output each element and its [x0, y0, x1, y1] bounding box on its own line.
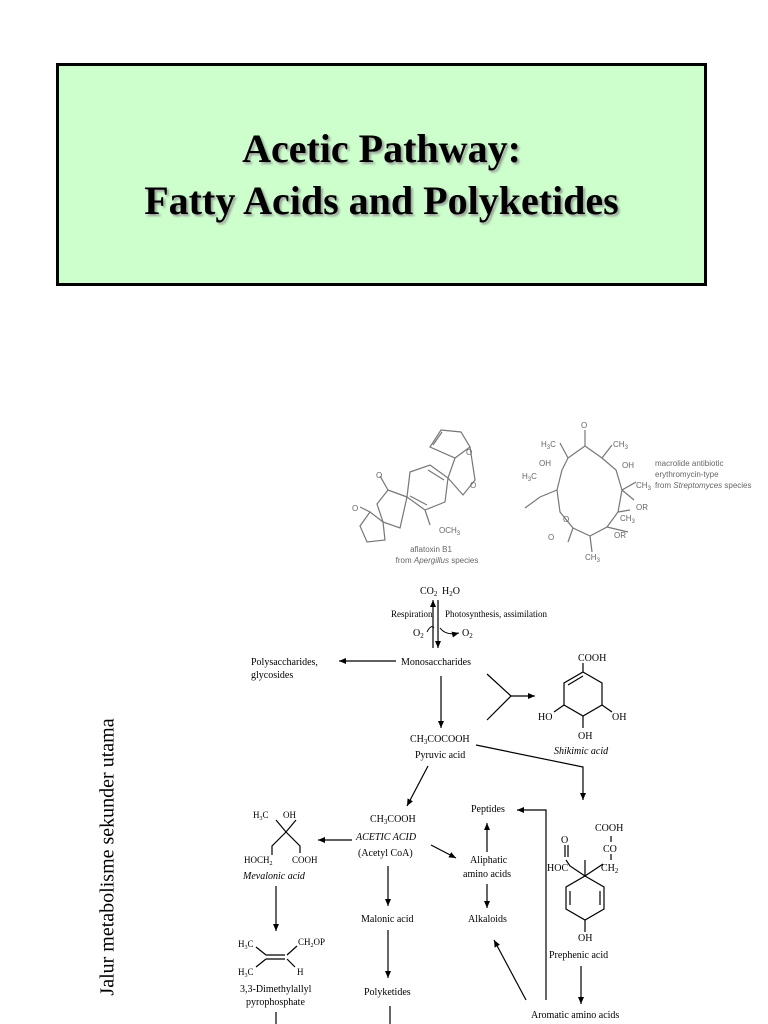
aflatoxin-och3: OCH3 [439, 526, 461, 537]
arrow-aromatic-to-alkaloids [493, 939, 527, 1001]
macrolide-ch3-low: CH3 [620, 514, 636, 525]
macrolide-h3c-top: H3C [541, 440, 556, 451]
macrolide-structure [524, 430, 637, 553]
mevalonic-h3c: H3C [253, 810, 269, 822]
macrolide-ch3-top: CH3 [613, 440, 629, 451]
aflatoxin-structure [359, 429, 476, 543]
arrow-to-aliphatic [430, 844, 457, 859]
slide-title-line1: Acetic Pathway: [242, 125, 521, 171]
h2o-label: H2O [442, 586, 460, 598]
respiration-label: Respiration [391, 609, 433, 619]
mevalonic-oh: OH [283, 810, 296, 820]
aflatoxin-o-label: O [376, 471, 382, 480]
macrolide-or-1: OR [636, 503, 648, 512]
title-box: Acetic Pathway: Fatty Acids and Polyketi… [56, 63, 707, 286]
alkaloids-label: Alkaloids [468, 914, 507, 925]
macrolide-type: erythromycin-type [655, 470, 719, 479]
prephenic-ch2: CH2 [601, 863, 619, 875]
arrow-to-acetic [406, 765, 429, 807]
prephenic-o: O [561, 835, 568, 846]
acetic-formula: CH3COOH [370, 814, 416, 826]
macrolide-name: macrolide antibiotic [655, 459, 723, 468]
shikimic-ho: HO [538, 712, 552, 723]
dmapp-h: H [297, 967, 304, 977]
dmapp-label-2: pyrophosphate [246, 997, 305, 1008]
prephenic-structure [564, 836, 612, 932]
macrolide-source: from Streptomyces species [655, 481, 752, 490]
mevalonic-acid-label: Mevalonic acid [242, 871, 306, 882]
pyruvic-formula: CH3COCOOH [410, 734, 470, 746]
dmapp-h3c-top: H3C [238, 939, 254, 951]
polysaccharides-label: Polysaccharides, [251, 657, 318, 668]
shikimic-structure [553, 663, 613, 728]
aliphatic-label: Aliphatic [470, 855, 508, 866]
photosynthesis-label: Photosynthesis, assimilation [445, 609, 548, 619]
shikimic-acid-label: Shikimic acid [554, 746, 609, 757]
monosaccharides-label: Monosaccharides [401, 657, 471, 668]
co2-label: CO2 [420, 586, 438, 598]
macrolide-ho: OH [539, 459, 551, 468]
prephenic-acid-label: Prephenic acid [549, 950, 608, 961]
pyruvic-acid-label: Pyruvic acid [415, 750, 465, 761]
acetic-acid-label: ACETIC ACID [355, 832, 417, 843]
mevalonic-hoch2: HOCH2 [244, 855, 273, 867]
aflatoxin-ring-o: O [470, 481, 476, 490]
aflatoxin-source: from Apergillus species [396, 556, 479, 565]
mevalonic-structure [271, 819, 301, 855]
arrow-aromatic-to-peptides [517, 807, 547, 1000]
malonic-acid-label: Malonic acid [361, 914, 413, 925]
prephenic-cooh: COOH [595, 823, 623, 834]
aromatic-amino-acids-label: Aromatic amino acids [531, 1010, 619, 1021]
o2-in-label: O2 [413, 628, 424, 640]
mevalonic-cooh: COOH [292, 855, 318, 865]
prephenic-co: CO [603, 844, 617, 855]
dmapp-h3c-bottom: H3C [238, 967, 254, 979]
glycosides-label: glycosides [251, 670, 293, 681]
dmapp-structure [255, 945, 298, 968]
macrolide-oh: OH [622, 461, 634, 470]
macrolide-ring-o: O [563, 515, 569, 524]
slide-title-line2: Fatty Acids and Polyketides [144, 177, 619, 223]
acetyl-coa-label: (Acetyl CoA) [358, 848, 413, 859]
macrolide-ketone-o: O [581, 421, 587, 430]
macrolide-h3c-mid: H3C [522, 472, 537, 483]
polyketides-label: Polyketides [364, 987, 411, 998]
o2-out-label: O2 [462, 628, 473, 640]
macrolide-ch3-bottom: CH3 [585, 553, 601, 564]
o2-out-arc [439, 627, 460, 638]
arrow-pyruvic-to-prephenic [475, 744, 586, 800]
dmapp-ch2op: CH2OP [298, 937, 325, 949]
branch-lines [486, 673, 512, 721]
shikimic-cooh: COOH [578, 653, 606, 664]
peptides-label: Peptides [471, 804, 505, 815]
shikimic-oh-bottom: OH [578, 731, 592, 742]
aflatoxin-name: aflatoxin B1 [410, 545, 452, 554]
prephenic-oh: OH [578, 933, 592, 944]
aflatoxin-furan-o: O [466, 448, 472, 457]
shikimic-oh-right: OH [612, 712, 626, 723]
macrolide-ch3-right: CH3 [636, 481, 652, 492]
macrolide-or-2: OR [614, 531, 626, 540]
prephenic-hoc: HOC [547, 863, 568, 874]
amino-acids-label: amino acids [463, 869, 511, 880]
dmapp-label-1: 3,3-Dimethylallyl [240, 984, 312, 995]
macrolide-lactone-o: O [548, 533, 554, 542]
aflatoxin-ketone-o: O [352, 504, 358, 513]
o2-in-arc [426, 626, 435, 633]
